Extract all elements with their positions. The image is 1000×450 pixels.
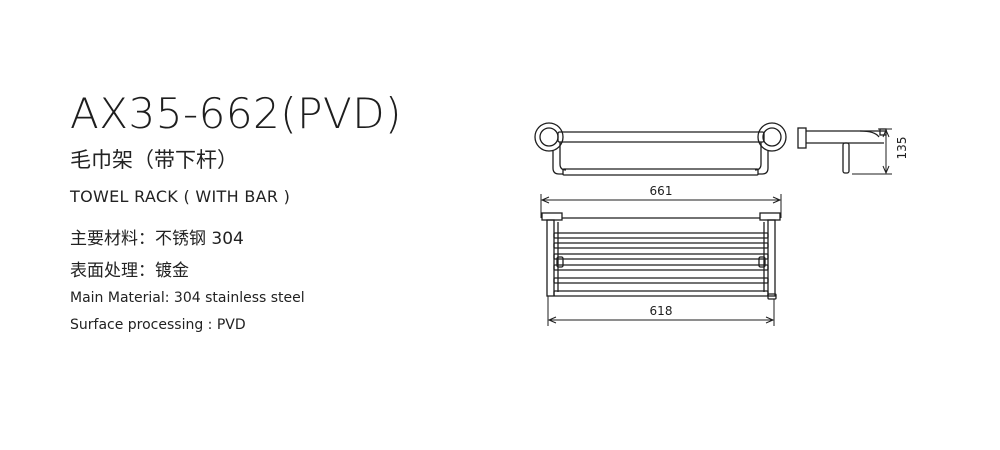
dim-618-arrow-left bbox=[547, 316, 557, 324]
plan-right-rail bbox=[767, 219, 776, 297]
model-number: AX35-662(PVD) bbox=[70, 89, 402, 138]
product-name-zh: 毛巾架（带下杆） bbox=[70, 148, 238, 172]
plan-shelf-bar-2 bbox=[553, 242, 769, 249]
right-mount-inner bbox=[762, 127, 782, 147]
material-en: Main Material: 304 stainless steel bbox=[70, 290, 305, 306]
front-view bbox=[534, 122, 787, 176]
left-mount-inner bbox=[539, 127, 559, 147]
dim-depth-arrow-bottom bbox=[882, 165, 890, 175]
left-mount-outer bbox=[534, 122, 564, 152]
front-top-bar bbox=[557, 131, 765, 143]
side-wall-plate bbox=[797, 127, 807, 149]
side-drop-rod bbox=[842, 142, 850, 174]
side-view: 135 bbox=[797, 127, 909, 175]
plan-lower-bar bbox=[553, 290, 769, 297]
plan-right-end-nub bbox=[767, 293, 777, 300]
plan-shelf-bar-5 bbox=[553, 277, 769, 284]
material-zh: 主要材料：不锈钢 304 bbox=[70, 229, 244, 249]
dim-661-label: 661 bbox=[650, 184, 673, 198]
plan-right-plate bbox=[759, 212, 781, 221]
front-right-arm bbox=[758, 150, 769, 175]
front-left-arm-inner bbox=[559, 142, 567, 171]
plan-shelf-bar-1 bbox=[553, 232, 769, 239]
plan-shelf-bar-3 bbox=[553, 253, 769, 260]
right-mount-outer bbox=[757, 122, 787, 152]
product-name-en: TOWEL RACK ( WITH BAR ) bbox=[70, 187, 291, 206]
plan-shelf-bar-4 bbox=[553, 264, 769, 271]
plan-left-rail bbox=[546, 219, 555, 297]
dim-661-arrow-left bbox=[540, 196, 550, 204]
side-arm-curve bbox=[859, 130, 880, 138]
plan-right-nub bbox=[758, 256, 766, 268]
dim-618-arrow-right bbox=[765, 316, 775, 324]
plan-left-nub bbox=[556, 256, 564, 268]
front-right-arm-inner bbox=[754, 142, 762, 171]
dim-depth-label: 135 bbox=[895, 137, 909, 160]
finish-en: Surface processing : PVD bbox=[70, 317, 246, 333]
plan-left-plate bbox=[541, 212, 563, 221]
front-left-arm bbox=[552, 150, 563, 175]
front-lower-bar bbox=[562, 168, 759, 176]
dim-618-label: 618 bbox=[650, 304, 673, 318]
finish-zh: 表面处理：镀金 bbox=[70, 261, 189, 281]
dim-661-arrow-right bbox=[772, 196, 782, 204]
dim-depth-arrow-top bbox=[882, 128, 890, 138]
plan-view: 661 618 bbox=[540, 184, 782, 326]
